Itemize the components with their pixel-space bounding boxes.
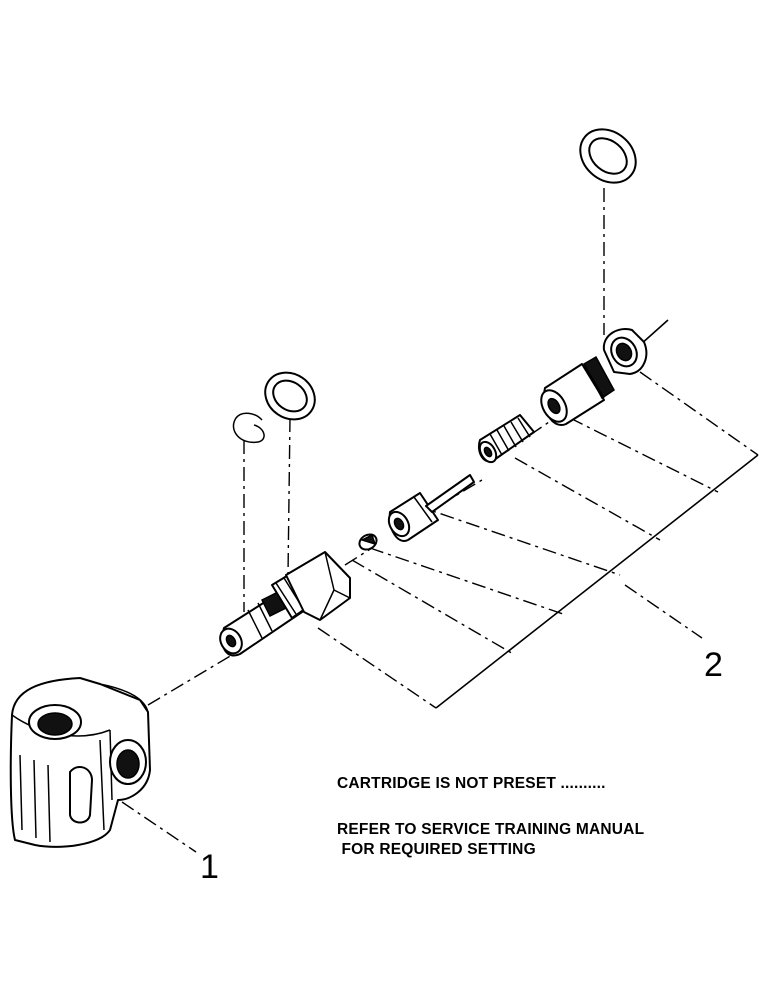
note-refer-manual: REFER TO SERVICE TRAINING MANUAL <box>337 821 645 838</box>
spring <box>478 414 535 464</box>
callout-leader-1 <box>121 801 197 853</box>
cartridge-body <box>219 551 351 657</box>
cartridge-oring <box>264 371 316 421</box>
note-required-setting: FOR REQUIRED SETTING <box>337 841 536 858</box>
poppet-stem <box>387 474 475 542</box>
lock-nut <box>602 328 648 375</box>
callout-bracket-2 <box>317 371 759 709</box>
oring-leader-lines <box>243 188 605 612</box>
callout-number-1: 1 <box>200 848 219 886</box>
retaining-ring <box>232 412 265 444</box>
note-cartridge-not-preset: CARTRIDGE IS NOT PRESET .......... <box>337 775 606 792</box>
callout-number-2: 2 <box>704 646 723 684</box>
valve-body <box>9 677 151 848</box>
top-washer <box>579 128 637 184</box>
poppet-ball <box>358 533 378 551</box>
adjuster-plug <box>540 355 615 426</box>
